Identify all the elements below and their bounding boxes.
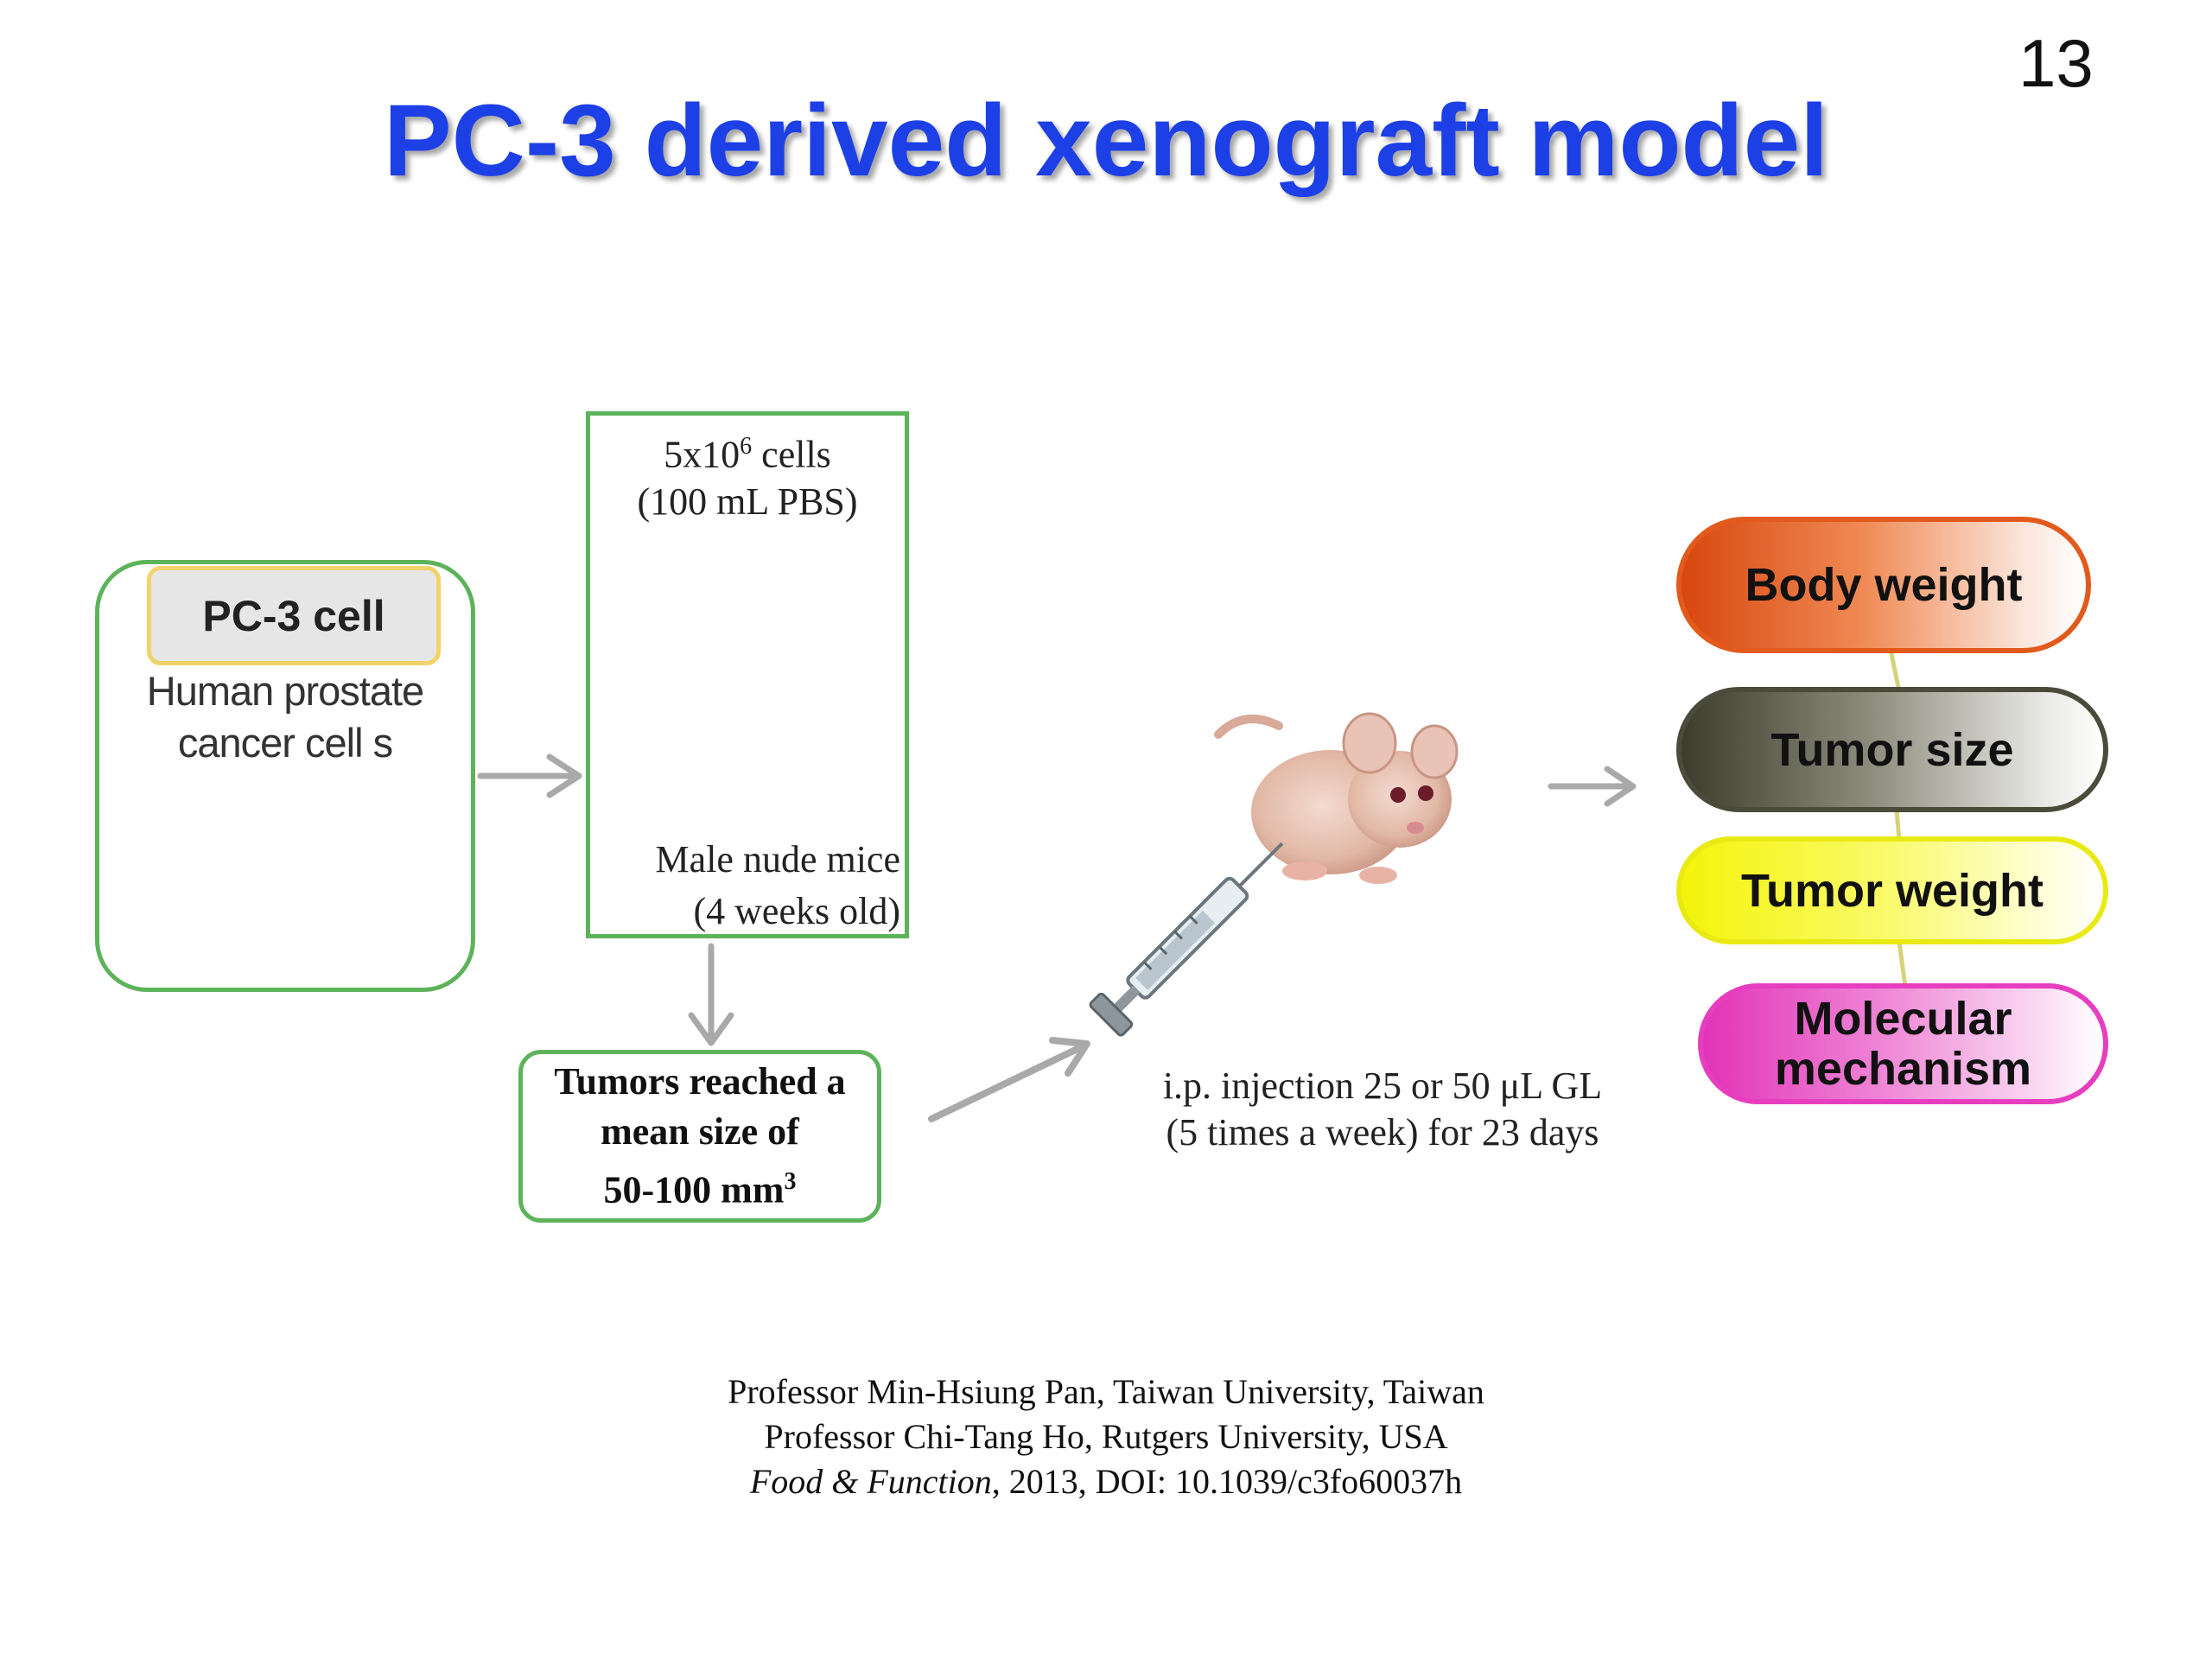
- syringe-icon: [1089, 842, 1284, 1037]
- molecular-line2: mechanism: [1774, 1043, 2032, 1095]
- arrow-down-icon: [688, 943, 734, 1046]
- arrow-right-icon: [1548, 766, 1637, 807]
- arrow-diagonal-icon: [928, 1037, 1090, 1122]
- pc3-desc-line2: cancer cell s: [177, 720, 393, 766]
- tumor-line3: 50-100 mm3: [554, 1157, 845, 1216]
- pc3-desc-line1: Human prostate: [146, 668, 424, 714]
- cells-count-base: 5x10: [664, 433, 741, 476]
- tumor-line1: Tumors reached a: [554, 1060, 846, 1103]
- citation-journal: Food & Function: [749, 1462, 992, 1501]
- page-number: 13: [2018, 25, 2094, 101]
- outcome-tumor-size: Tumor size: [1676, 687, 2108, 812]
- pc3-cell-description: Human prostate cancer cell s: [99, 665, 471, 769]
- tumor-size-text: Tumors reached a mean size of 50-100 mm3: [554, 1057, 845, 1216]
- connector-line: [1897, 941, 1908, 988]
- outcome-body-weight: Body weight: [1676, 517, 2091, 653]
- connector-line: [1888, 649, 1902, 692]
- cells-count: 5x106 cells: [586, 423, 909, 479]
- tumor-line3-exponent: 3: [784, 1168, 797, 1196]
- injection-line1: i.p. injection 25 or 50 μL GL: [1162, 1065, 1603, 1107]
- tumor-size-box: Tumors reached a mean size of 50-100 mm3: [518, 1050, 881, 1223]
- cells-volume: (100 mL PBS): [637, 480, 858, 523]
- citation-line1: Professor Min-Hsiung Pan, Taiwan Univers…: [728, 1372, 1484, 1411]
- injection-description: i.p. injection 25 or 50 μL GL (5 times a…: [1080, 1063, 1685, 1156]
- mice-line1: Male nude mice: [655, 838, 900, 880]
- outcome-tumor-weight: Tumor weight: [1676, 836, 2108, 944]
- connector-line: [1894, 810, 1902, 841]
- citation-line3: Food & Function, 2013, DOI: 10.1039/c3fo…: [0, 1459, 2212, 1504]
- cells-count-exponent: 6: [740, 433, 753, 460]
- slide-title: PC-3 derived xenograft model: [383, 84, 1829, 198]
- molecular-line1: Molecular: [1794, 993, 2012, 1045]
- mice-line2: (4 weeks old): [693, 890, 901, 932]
- outcome-molecular-mechanism: Molecular mechanism: [1698, 983, 2108, 1104]
- citation-line2: Professor Chi-Tang Ho, Rutgers Universit…: [764, 1417, 1448, 1456]
- tumor-line3-base: 50-100 mm: [603, 1168, 785, 1211]
- citation: Professor Min-Hsiung Pan, Taiwan Univers…: [0, 1370, 2212, 1504]
- pc3-cell-label: PC-3 cell: [147, 566, 441, 665]
- cells-dose-text: 5x106 cells (100 mL PBS): [586, 423, 909, 525]
- inoculation-box: [586, 411, 909, 938]
- arrow-right-icon: [477, 753, 582, 798]
- citation-details: , 2013, DOI: 10.1039/c3fo60037h: [991, 1462, 1463, 1501]
- cells-count-unit: cells: [752, 433, 831, 476]
- nude-mouse-icon: [1214, 712, 1459, 884]
- mice-description: Male nude mice (4 weeks old): [586, 834, 909, 938]
- injection-line2: (5 times a week) for 23 days: [1166, 1111, 1599, 1154]
- tumor-line2: mean size of: [601, 1110, 799, 1154]
